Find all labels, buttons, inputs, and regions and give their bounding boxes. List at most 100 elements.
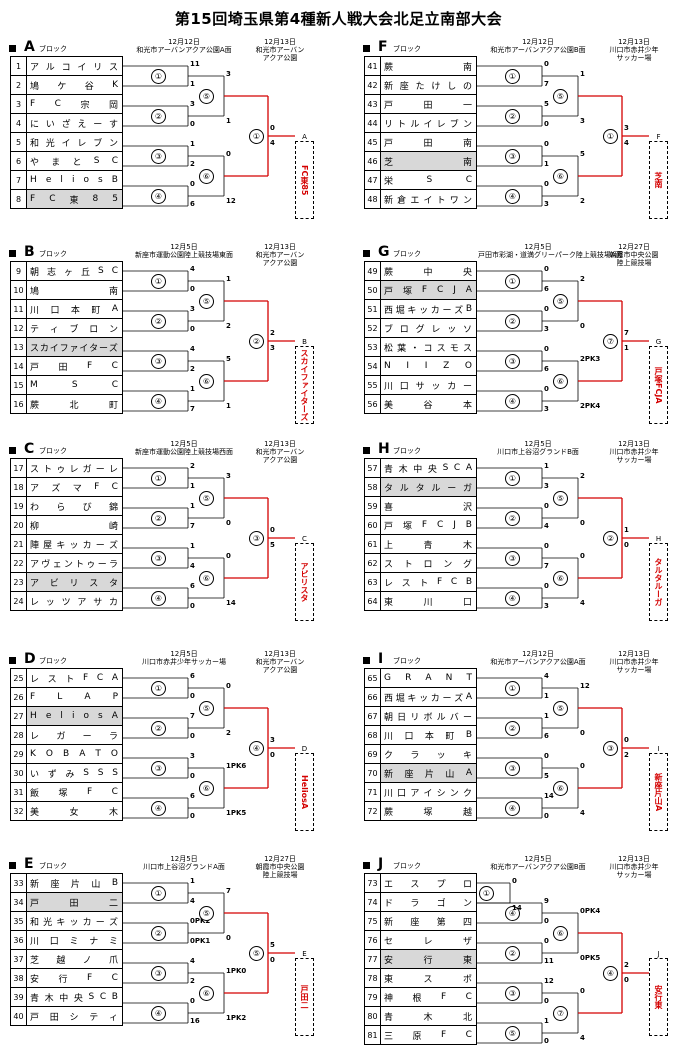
team-number: 59 [365, 497, 381, 515]
winner-box: HeliosA [295, 753, 314, 831]
score: 1 [624, 344, 629, 352]
score: 7 [544, 80, 549, 88]
score: 7 [226, 887, 231, 895]
score: 4 [544, 672, 549, 680]
team-name: アヴェントゥーラ [27, 554, 123, 572]
venue-round1-date: 12月12日 [522, 650, 554, 658]
block-letter: C [24, 441, 35, 457]
score: 1 [544, 1017, 549, 1025]
score: 1 [190, 877, 195, 885]
match-number: ④ [151, 591, 166, 606]
team-number: 77 [365, 950, 381, 968]
winner-box: タルタルーガ [649, 543, 668, 621]
match-number: ④ [505, 394, 520, 409]
score: 0 [270, 526, 275, 534]
score: 0 [512, 877, 517, 885]
score: 1 [624, 526, 629, 534]
team-number: 57 [365, 459, 381, 477]
team-number: 69 [365, 745, 381, 763]
score: 2 [624, 751, 629, 759]
venue-round1-place: 川口市上谷沼グランドA面 [143, 863, 225, 871]
team-number: 20 [11, 516, 27, 534]
bracket-lines [476, 882, 649, 1044]
team-name: 和光キッカーズ [27, 912, 123, 930]
bracket-lines [122, 882, 295, 1024]
team-name: にいざえーす [27, 114, 123, 132]
score: 3 [544, 200, 549, 208]
score: 5 [580, 150, 585, 158]
score: 11 [190, 60, 200, 68]
match-number: ② [603, 531, 618, 546]
match-number: ④ [151, 189, 166, 204]
venue-round1: 12月5日川口市上谷沼グランドA面 [124, 855, 244, 871]
venue-final-date: 12月13日 [618, 855, 650, 863]
team-number: 17 [11, 459, 27, 477]
block-letter: H [378, 441, 390, 457]
team-name: 新座たけしの [381, 76, 477, 94]
team-number: 19 [11, 497, 27, 515]
team-number: 41 [365, 57, 381, 75]
score: 2 [226, 322, 231, 330]
team-number: 13 [11, 338, 27, 356]
score: 1 [226, 117, 231, 125]
winner-label: F [656, 133, 661, 141]
score: 2 [270, 329, 275, 337]
match-number: ① [505, 471, 520, 486]
venue-final-place: 和光市アーバン アクア公園 [255, 658, 305, 674]
match-number: ③ [249, 531, 264, 546]
score: 14 [226, 599, 236, 607]
team-name: レッツアサカ [27, 592, 123, 610]
venue-round1: 12月5日新座市運動公園陸上競技場西面 [124, 440, 244, 456]
team-number: 36 [11, 931, 27, 949]
venue-round1-date: 12月5日 [170, 243, 198, 251]
bracket-lines [122, 65, 295, 207]
score: 1 [544, 692, 549, 700]
score: 0 [190, 602, 195, 610]
team-name: 東川口 [381, 592, 477, 610]
score: 0 [544, 345, 549, 353]
bracket-lines [476, 677, 649, 819]
score: 0PK5 [580, 954, 601, 962]
score: 12 [544, 977, 554, 985]
match-number: ⑥ [199, 781, 214, 796]
winner-label: J [657, 950, 660, 958]
score: 0 [624, 541, 629, 549]
bracket-lines [476, 65, 649, 207]
venue-round1-place: 和光市アーバンアクア公園B面 [490, 863, 586, 871]
match-number: ② [151, 314, 166, 329]
block-sublabel: ブロック [39, 657, 67, 665]
venue-round1-place: 新座市運動公園陸上競技場西面 [135, 448, 233, 456]
team-number: 39 [11, 988, 27, 1006]
match-number: ③ [151, 354, 166, 369]
score: 6 [544, 365, 549, 373]
match-number: ④ [151, 801, 166, 816]
score: 0 [270, 751, 275, 759]
team-number: 34 [11, 893, 27, 911]
team-number: 37 [11, 950, 27, 968]
team-number: 10 [11, 281, 27, 299]
venue-final-date: 12月13日 [618, 38, 650, 46]
